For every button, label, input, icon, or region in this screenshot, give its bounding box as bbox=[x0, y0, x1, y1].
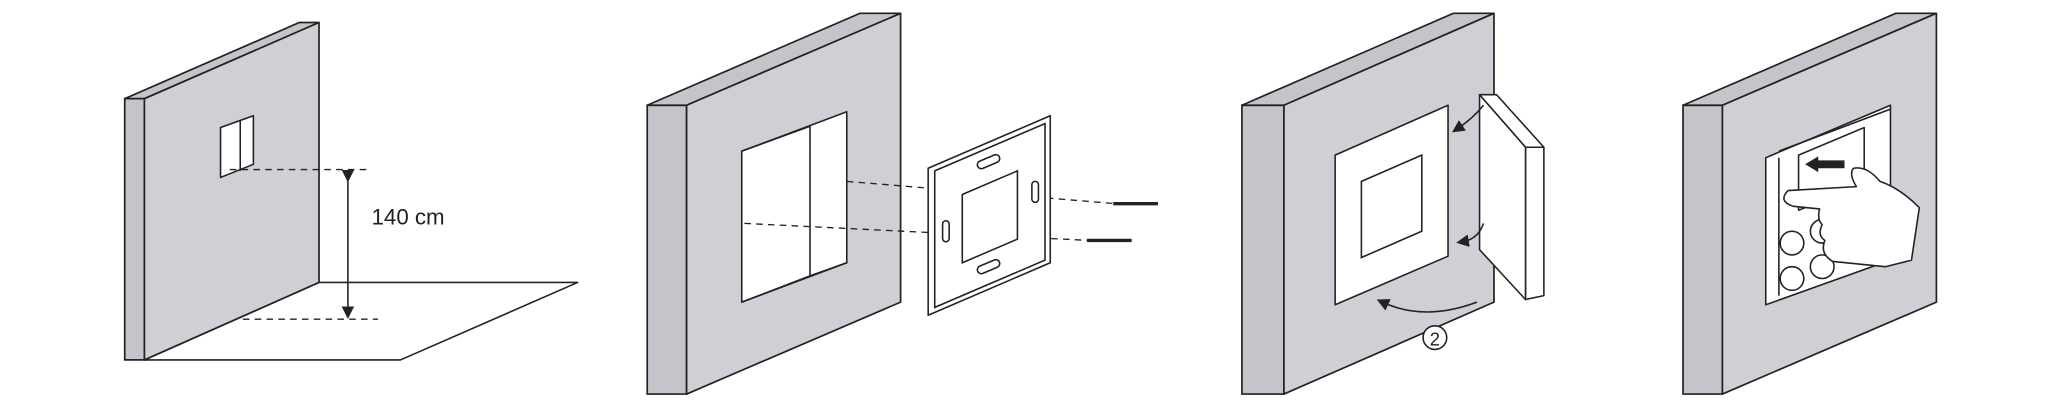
wall-side bbox=[123, 97, 146, 361]
step-1-mark-height: 140 cm bbox=[123, 21, 579, 361]
screw-icon bbox=[1087, 202, 1158, 243]
step-number-circle bbox=[1422, 324, 1448, 351]
device-button[interactable] bbox=[1779, 265, 1805, 292]
hand-icon bbox=[1783, 167, 1921, 268]
device-button[interactable] bbox=[1779, 230, 1805, 256]
step-3-attach-device: 2 bbox=[1241, 12, 1545, 395]
rotate-arrow bbox=[1376, 299, 1478, 313]
swipe-arrow-icon bbox=[1805, 156, 1845, 173]
step-4-operate-device bbox=[1682, 12, 1938, 395]
wall bbox=[143, 21, 320, 361]
step-2-mount-plate bbox=[646, 12, 1158, 395]
device-back bbox=[1478, 93, 1527, 301]
wall-box-hole bbox=[219, 114, 255, 179]
device-button[interactable] bbox=[1809, 254, 1835, 280]
mounting-plate bbox=[927, 114, 1052, 317]
height-label: 140 cm bbox=[372, 205, 445, 230]
step-number: 2 bbox=[1430, 328, 1440, 349]
